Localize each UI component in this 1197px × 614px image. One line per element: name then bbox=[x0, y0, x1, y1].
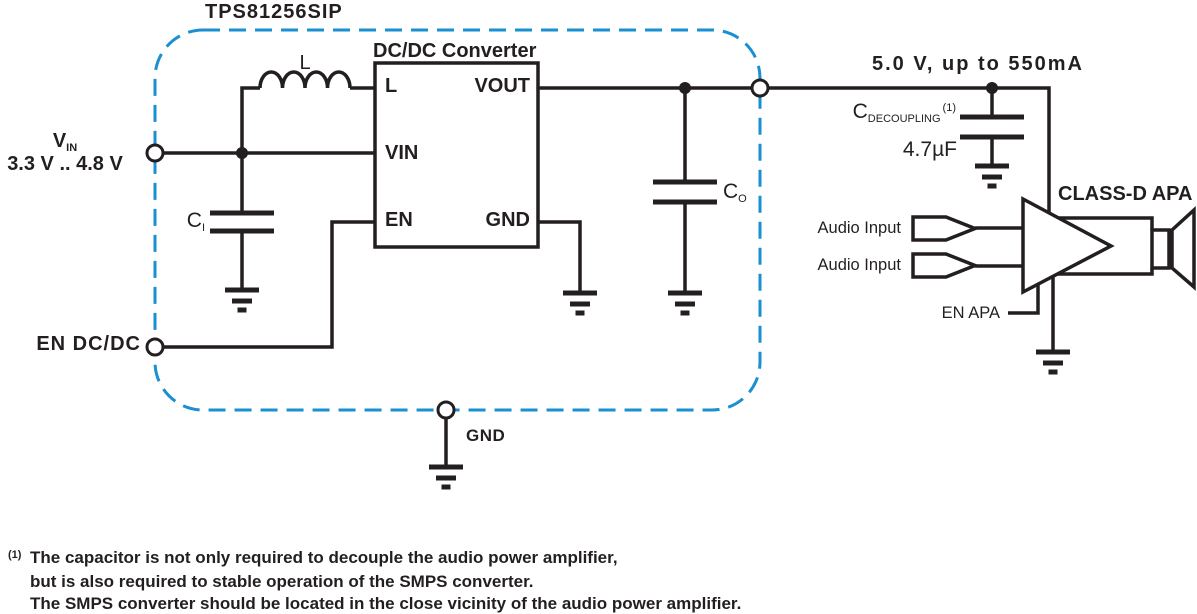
vin-range: 3.3 V .. 4.8 V bbox=[7, 153, 123, 175]
pin-label-en: EN bbox=[385, 209, 413, 231]
audio-connector-top-icon bbox=[911, 215, 980, 242]
pin-label-vout: VOUT bbox=[474, 75, 530, 97]
terminal-en-dcdc bbox=[145, 337, 165, 357]
pin-label-gnd: GND bbox=[485, 209, 530, 231]
ground-icon bbox=[225, 290, 259, 310]
wire-en-apa bbox=[1008, 282, 1040, 315]
module-title: TPS81256SIP bbox=[205, 1, 343, 23]
speaker-cone-icon bbox=[1170, 206, 1196, 291]
audio-input-top-label: Audio Input bbox=[817, 219, 901, 237]
junction-dot bbox=[236, 147, 248, 159]
ground-symbols bbox=[225, 166, 1070, 487]
pin-label-vin: VIN bbox=[385, 142, 419, 164]
terminals bbox=[145, 78, 770, 420]
module-boundary-outline bbox=[153, 28, 762, 412]
wire-speaker-bottom bbox=[1050, 268, 1154, 276]
en-apa-label: EN APA bbox=[941, 304, 1000, 322]
terminal-vout bbox=[750, 78, 770, 98]
terminal-vin bbox=[145, 143, 165, 163]
dcdc-converter-box bbox=[373, 61, 540, 249]
output-rail-label: 5.0 V, up to 550mA bbox=[872, 53, 1084, 75]
wires bbox=[163, 70, 1154, 467]
ground-icon bbox=[975, 166, 1009, 186]
inductor-coil bbox=[258, 70, 352, 89]
wire-inductor-leads bbox=[240, 86, 375, 153]
terminal-gnd bbox=[436, 400, 456, 420]
footnote-marker: (1) bbox=[8, 549, 22, 561]
ground-icon bbox=[668, 293, 702, 313]
junction-dot bbox=[679, 82, 691, 94]
footnote-line-3: The SMPS converter should be located in … bbox=[30, 594, 742, 613]
ground-icon bbox=[1036, 352, 1070, 372]
decoupling-cap-label: CDECOUPLING(1) bbox=[852, 100, 956, 125]
ground-icon bbox=[429, 467, 463, 487]
en-dcdc-label: EN DC/DC bbox=[36, 333, 141, 355]
footnote-line-2: but is also required to stable operation… bbox=[30, 572, 534, 591]
footnote-line-1: (1)The capacitor is not only required to… bbox=[8, 547, 741, 571]
footnote: (1)The capacitor is not only required to… bbox=[8, 547, 741, 614]
wire-speaker-top bbox=[1050, 216, 1154, 230]
wire-vout-rail bbox=[538, 86, 1051, 225]
audio-connector-bottom-icon bbox=[911, 252, 980, 279]
gnd-terminal-label: GND bbox=[466, 426, 506, 445]
junction-dots bbox=[236, 82, 998, 159]
wire-gnd-pin bbox=[538, 220, 582, 292]
wire-en-dcdc bbox=[163, 220, 375, 349]
decoupling-cap-value: 4.7µF bbox=[902, 138, 957, 161]
inductor-label: L bbox=[299, 52, 311, 74]
vin-name: VIN bbox=[52, 130, 78, 154]
converter-title: DC/DC Converter bbox=[373, 40, 537, 62]
junction-dot bbox=[986, 82, 998, 94]
ground-icon bbox=[563, 293, 597, 313]
class-d-apa-label: CLASS-D APA bbox=[1058, 183, 1193, 205]
speaker-driver-icon bbox=[1150, 228, 1171, 270]
input-cap-label: CI bbox=[186, 209, 205, 234]
output-cap-label: CO bbox=[723, 180, 747, 205]
amplifier-triangle bbox=[1021, 196, 1115, 295]
capacitor-plates bbox=[210, 114, 1024, 234]
pin-label-l: L bbox=[385, 75, 398, 97]
audio-input-bottom-label: Audio Input bbox=[817, 256, 901, 274]
